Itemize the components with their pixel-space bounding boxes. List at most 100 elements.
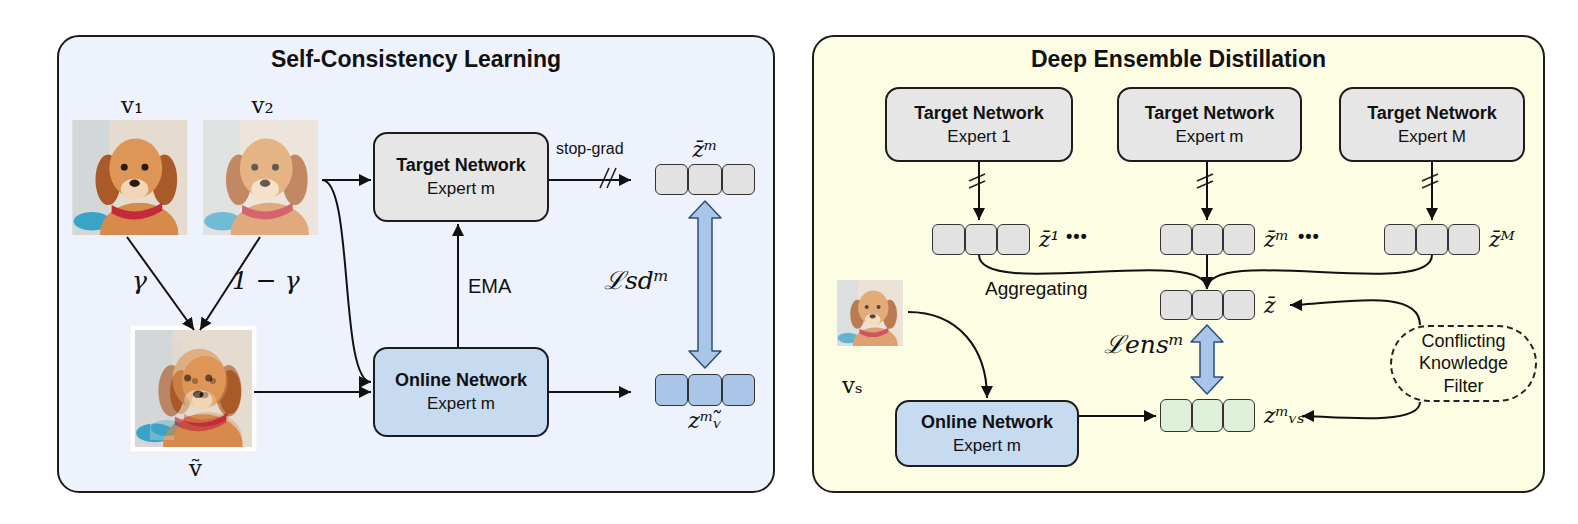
vector-label: zᵐᵥₛ bbox=[1264, 403, 1305, 428]
vector-label: z̄ᵐ bbox=[655, 137, 755, 162]
expert-name: Expert m bbox=[427, 394, 495, 414]
flow-arrow bbox=[1079, 415, 1156, 417]
stop-grad-slash bbox=[969, 181, 985, 188]
vector-cell bbox=[655, 164, 688, 195]
vector-cell bbox=[1160, 224, 1192, 255]
feature-vector: z̄ᵐ bbox=[655, 164, 755, 195]
dog-photo bbox=[203, 120, 318, 263]
expert-name: Expert m bbox=[427, 179, 495, 199]
flow-arrow bbox=[127, 237, 194, 330]
flow-arrow bbox=[908, 312, 987, 398]
flow-arrow bbox=[1207, 255, 1432, 289]
ellipsis-mark: ••• bbox=[1066, 226, 1088, 247]
edge-label: γ bbox=[132, 266, 147, 295]
vector-cell bbox=[1416, 224, 1448, 255]
network-box: Target NetworkExpert 1 bbox=[885, 87, 1073, 162]
vector-cell bbox=[1223, 290, 1255, 320]
dog-photo bbox=[135, 330, 252, 475]
stop-grad-slash bbox=[1422, 174, 1438, 181]
expert-name: Expert M bbox=[1398, 127, 1466, 147]
image-label: v₁ bbox=[74, 92, 190, 118]
vector-cell bbox=[1192, 224, 1224, 255]
vector-cell bbox=[1223, 399, 1255, 432]
feature-vector: z̄¹ bbox=[932, 224, 1072, 255]
filter-label: Conflicting Knowledge Filter bbox=[1398, 330, 1529, 398]
feature-vector: z̄ᵐ bbox=[1160, 224, 1300, 255]
feature-vector: zᵐᵥ̃ bbox=[655, 374, 755, 406]
expert-name: Expert 1 bbox=[947, 127, 1010, 147]
network-box: Online NetworkExpert m bbox=[373, 347, 549, 437]
flow-arrow bbox=[978, 162, 980, 220]
network-name: Target Network bbox=[914, 103, 1044, 124]
vector-label: zᵐᵥ̃ bbox=[655, 408, 755, 433]
vector-cells bbox=[932, 224, 1030, 255]
network-name: Target Network bbox=[1145, 103, 1275, 124]
vector-cell bbox=[688, 164, 721, 195]
loss-arrow bbox=[689, 201, 721, 368]
vector-label: z̄¹ bbox=[1039, 227, 1059, 252]
feature-vector: z̄ᴹ bbox=[1384, 224, 1524, 255]
flow-arrow bbox=[322, 179, 371, 181]
network-box: Target NetworkExpert m bbox=[373, 132, 549, 222]
feature-vector: zᵐᵥₛ bbox=[1160, 399, 1300, 432]
photo-tint bbox=[203, 120, 318, 235]
loss-arrow bbox=[1191, 325, 1223, 394]
panel-title: Self-Consistency Learning bbox=[59, 46, 773, 73]
flow-arrow bbox=[1302, 402, 1420, 418]
feature-vector: z̄ bbox=[1160, 290, 1288, 320]
stop-grad-slash bbox=[1197, 181, 1213, 188]
vector-cell bbox=[1192, 290, 1224, 320]
vector-cell bbox=[722, 374, 755, 406]
vector-cells bbox=[1160, 290, 1255, 320]
vector-cell bbox=[965, 224, 998, 255]
stop-grad-slash bbox=[1422, 181, 1438, 188]
network-box: Target NetworkExpert m bbox=[1117, 87, 1302, 162]
flow-arrow bbox=[1431, 162, 1433, 220]
stop-grad-slash bbox=[969, 174, 985, 181]
network-name: Online Network bbox=[921, 412, 1053, 433]
image-label: ṽ bbox=[137, 455, 254, 481]
network-box: Target NetworkExpert M bbox=[1339, 87, 1525, 162]
vector-cell bbox=[655, 374, 688, 406]
edge-label: EMA bbox=[468, 275, 511, 298]
network-name: Online Network bbox=[395, 370, 527, 391]
edge-label: ℒensᵐ bbox=[1104, 326, 1184, 360]
vector-label: z̄ᵐ bbox=[1264, 227, 1289, 252]
vector-label: z̄ bbox=[1264, 293, 1276, 318]
image-label: vₛ bbox=[842, 372, 863, 398]
stop-grad-slash bbox=[607, 168, 616, 188]
stop-grad-marks bbox=[600, 168, 1438, 188]
filter-box: Conflicting Knowledge Filter bbox=[1390, 325, 1537, 402]
vector-cell bbox=[688, 374, 721, 406]
vector-label: z̄ᴹ bbox=[1489, 227, 1515, 252]
network-name: Target Network bbox=[1367, 103, 1497, 124]
edge-label: 1 − γ bbox=[232, 266, 300, 295]
network-box: Online NetworkExpert m bbox=[895, 400, 1079, 467]
vector-cell bbox=[1223, 224, 1255, 255]
vector-cell bbox=[1384, 224, 1416, 255]
stage-panel: Deep Ensemble DistillationTarget Network… bbox=[812, 35, 1545, 493]
flow-arrow bbox=[1206, 162, 1208, 220]
photo-tint bbox=[836, 280, 904, 346]
vector-cell bbox=[1192, 399, 1224, 432]
flow-arrow bbox=[549, 391, 631, 393]
edge-label: Aggregating bbox=[985, 278, 1087, 300]
flow-arrow bbox=[457, 224, 459, 347]
edge-label: ℒsdᵐ bbox=[604, 262, 669, 296]
vector-cells bbox=[655, 374, 755, 406]
flow-arrow bbox=[254, 391, 371, 393]
vector-cells bbox=[1384, 224, 1480, 255]
vector-cell bbox=[997, 224, 1030, 255]
panel-title: Deep Ensemble Distillation bbox=[814, 46, 1543, 73]
vector-cell bbox=[1448, 224, 1480, 255]
vector-cells bbox=[655, 164, 755, 195]
expert-name: Expert m bbox=[1175, 127, 1243, 147]
vector-cell bbox=[1160, 399, 1192, 432]
vector-cells bbox=[1160, 399, 1255, 432]
flow-arrow bbox=[1290, 300, 1420, 325]
vector-cell bbox=[722, 164, 755, 195]
vector-cell bbox=[1160, 290, 1192, 320]
